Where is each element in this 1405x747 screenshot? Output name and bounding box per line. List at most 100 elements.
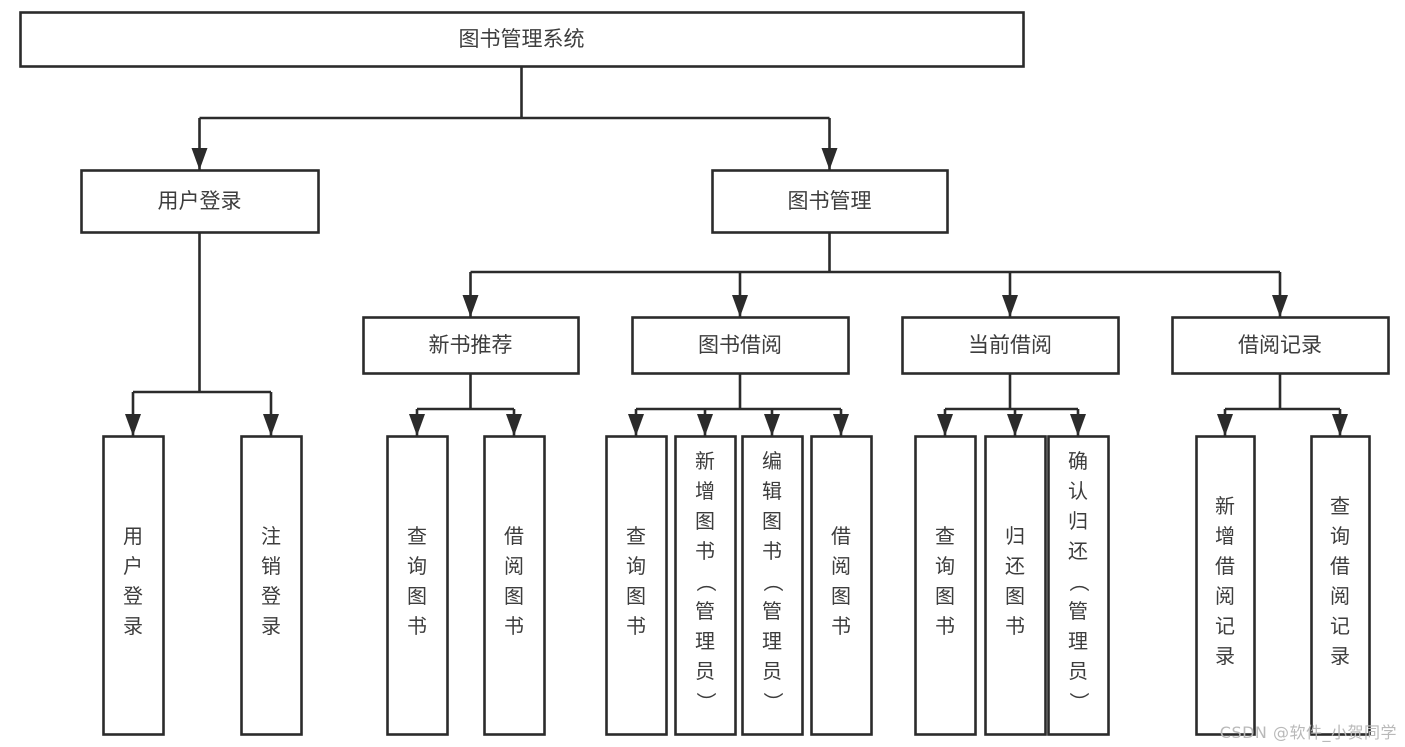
node-label-char: 书 [935, 614, 955, 638]
node-box [631, 316, 850, 375]
node-label-char: 图 [504, 584, 524, 608]
node-label-char: 户 [123, 554, 143, 578]
node-label-char: ） [761, 692, 785, 712]
arrow-head-icon [833, 414, 849, 436]
node-label-char: 阅 [504, 554, 524, 578]
node-label-char: 员 [695, 659, 715, 683]
node-box [386, 435, 449, 736]
node-label-char: 图 [831, 584, 851, 608]
arrow-head-icon [125, 414, 141, 436]
node-label-char: 借 [1215, 554, 1235, 578]
node-label-char: 归 [1005, 524, 1025, 548]
node-label-char: 理 [1068, 629, 1088, 653]
node-label-char: 书 [762, 539, 782, 563]
node-label-char: 图 [935, 584, 955, 608]
node-label-char: 录 [261, 614, 281, 638]
node-label-char: 借 [504, 524, 524, 548]
node-box [1047, 435, 1110, 736]
node-label-char: 编 [762, 449, 782, 473]
node-借阅记录[interactable]: 借阅记录 [1171, 316, 1390, 375]
node-box [362, 316, 580, 375]
arrow-head-icon [462, 295, 479, 317]
node-label-char: 书 [1005, 614, 1025, 638]
connector-layer [125, 66, 1348, 436]
node-label: 新书推荐 [429, 333, 513, 357]
node-box [240, 435, 303, 736]
arrow-head-icon [821, 148, 838, 170]
node-图书借阅[interactable]: 图书借阅 [631, 316, 850, 375]
node-layer: 图书管理系统用户登录图书管理新书推荐图书借阅当前借阅借阅记录用户登录注销登录查询… [19, 11, 1390, 736]
node-box [483, 435, 546, 736]
node-box [901, 316, 1120, 375]
node-label-char: 还 [1005, 554, 1025, 578]
node-box [1195, 435, 1256, 736]
node-label-char: 用 [123, 524, 143, 548]
node-label-char: 确 [1068, 449, 1088, 473]
node-label-char: 归 [1068, 509, 1088, 533]
arrow-head-icon [409, 414, 425, 436]
node-label-char: 录 [1215, 644, 1235, 668]
node-label-char: ） [694, 692, 718, 712]
node-label-char: 询 [407, 554, 427, 578]
node-box [19, 11, 1025, 68]
arrow-head-icon [1217, 414, 1233, 436]
node-label-char: 增 [695, 479, 715, 503]
node-box [1171, 316, 1390, 375]
node-box [810, 435, 873, 736]
node-label-char: 图 [407, 584, 427, 608]
node-label-char: （ [694, 572, 718, 592]
node-label-char: 管 [762, 599, 782, 623]
node-label-char: 登 [261, 584, 281, 608]
node-label-char: 管 [1068, 599, 1088, 623]
node-label-char: 记 [1330, 614, 1350, 638]
node-新书推荐[interactable]: 新书推荐 [362, 316, 580, 375]
node-label: 图书管理 [788, 189, 872, 213]
node-box [605, 435, 668, 736]
node-label-char: 员 [762, 659, 782, 683]
leaf-用户登录-0[interactable]: 用户登录 [102, 435, 165, 736]
arrow-head-icon [1332, 414, 1348, 436]
node-label-char: 员 [1068, 659, 1088, 683]
node-label-char: 认 [1068, 479, 1088, 503]
node-label-char: 销 [261, 554, 281, 578]
node-label-char: （ [1067, 572, 1091, 592]
node-label-char: 书 [626, 614, 646, 638]
node-label-char: 记 [1215, 614, 1235, 638]
node-label-char: 询 [935, 554, 955, 578]
arrow-head-icon [697, 414, 713, 436]
node-label-char: （ [761, 572, 785, 592]
node-label-char: 录 [1330, 644, 1350, 668]
node-label-char: 询 [1330, 524, 1350, 548]
node-用户登录[interactable]: 用户登录 [80, 169, 320, 234]
node-图书管理系统[interactable]: 图书管理系统 [19, 11, 1025, 68]
node-label-char: 阅 [1330, 584, 1350, 608]
node-当前借阅[interactable]: 当前借阅 [901, 316, 1120, 375]
node-label-char: 管 [695, 599, 715, 623]
node-label-char: 书 [504, 614, 524, 638]
node-label: 图书管理系统 [459, 27, 585, 51]
node-label: 用户登录 [158, 189, 242, 213]
node-label-char: ） [1067, 692, 1091, 712]
node-label-char: 查 [626, 524, 646, 548]
arrow-head-icon [1007, 414, 1023, 436]
node-label-char: 还 [1068, 539, 1088, 563]
arrow-head-icon [1002, 295, 1018, 317]
node-box [1310, 435, 1371, 736]
node-图书管理[interactable]: 图书管理 [711, 169, 949, 234]
node-label-char: 图 [626, 584, 646, 608]
node-label: 当前借阅 [968, 333, 1052, 357]
arrow-head-icon [937, 414, 953, 436]
